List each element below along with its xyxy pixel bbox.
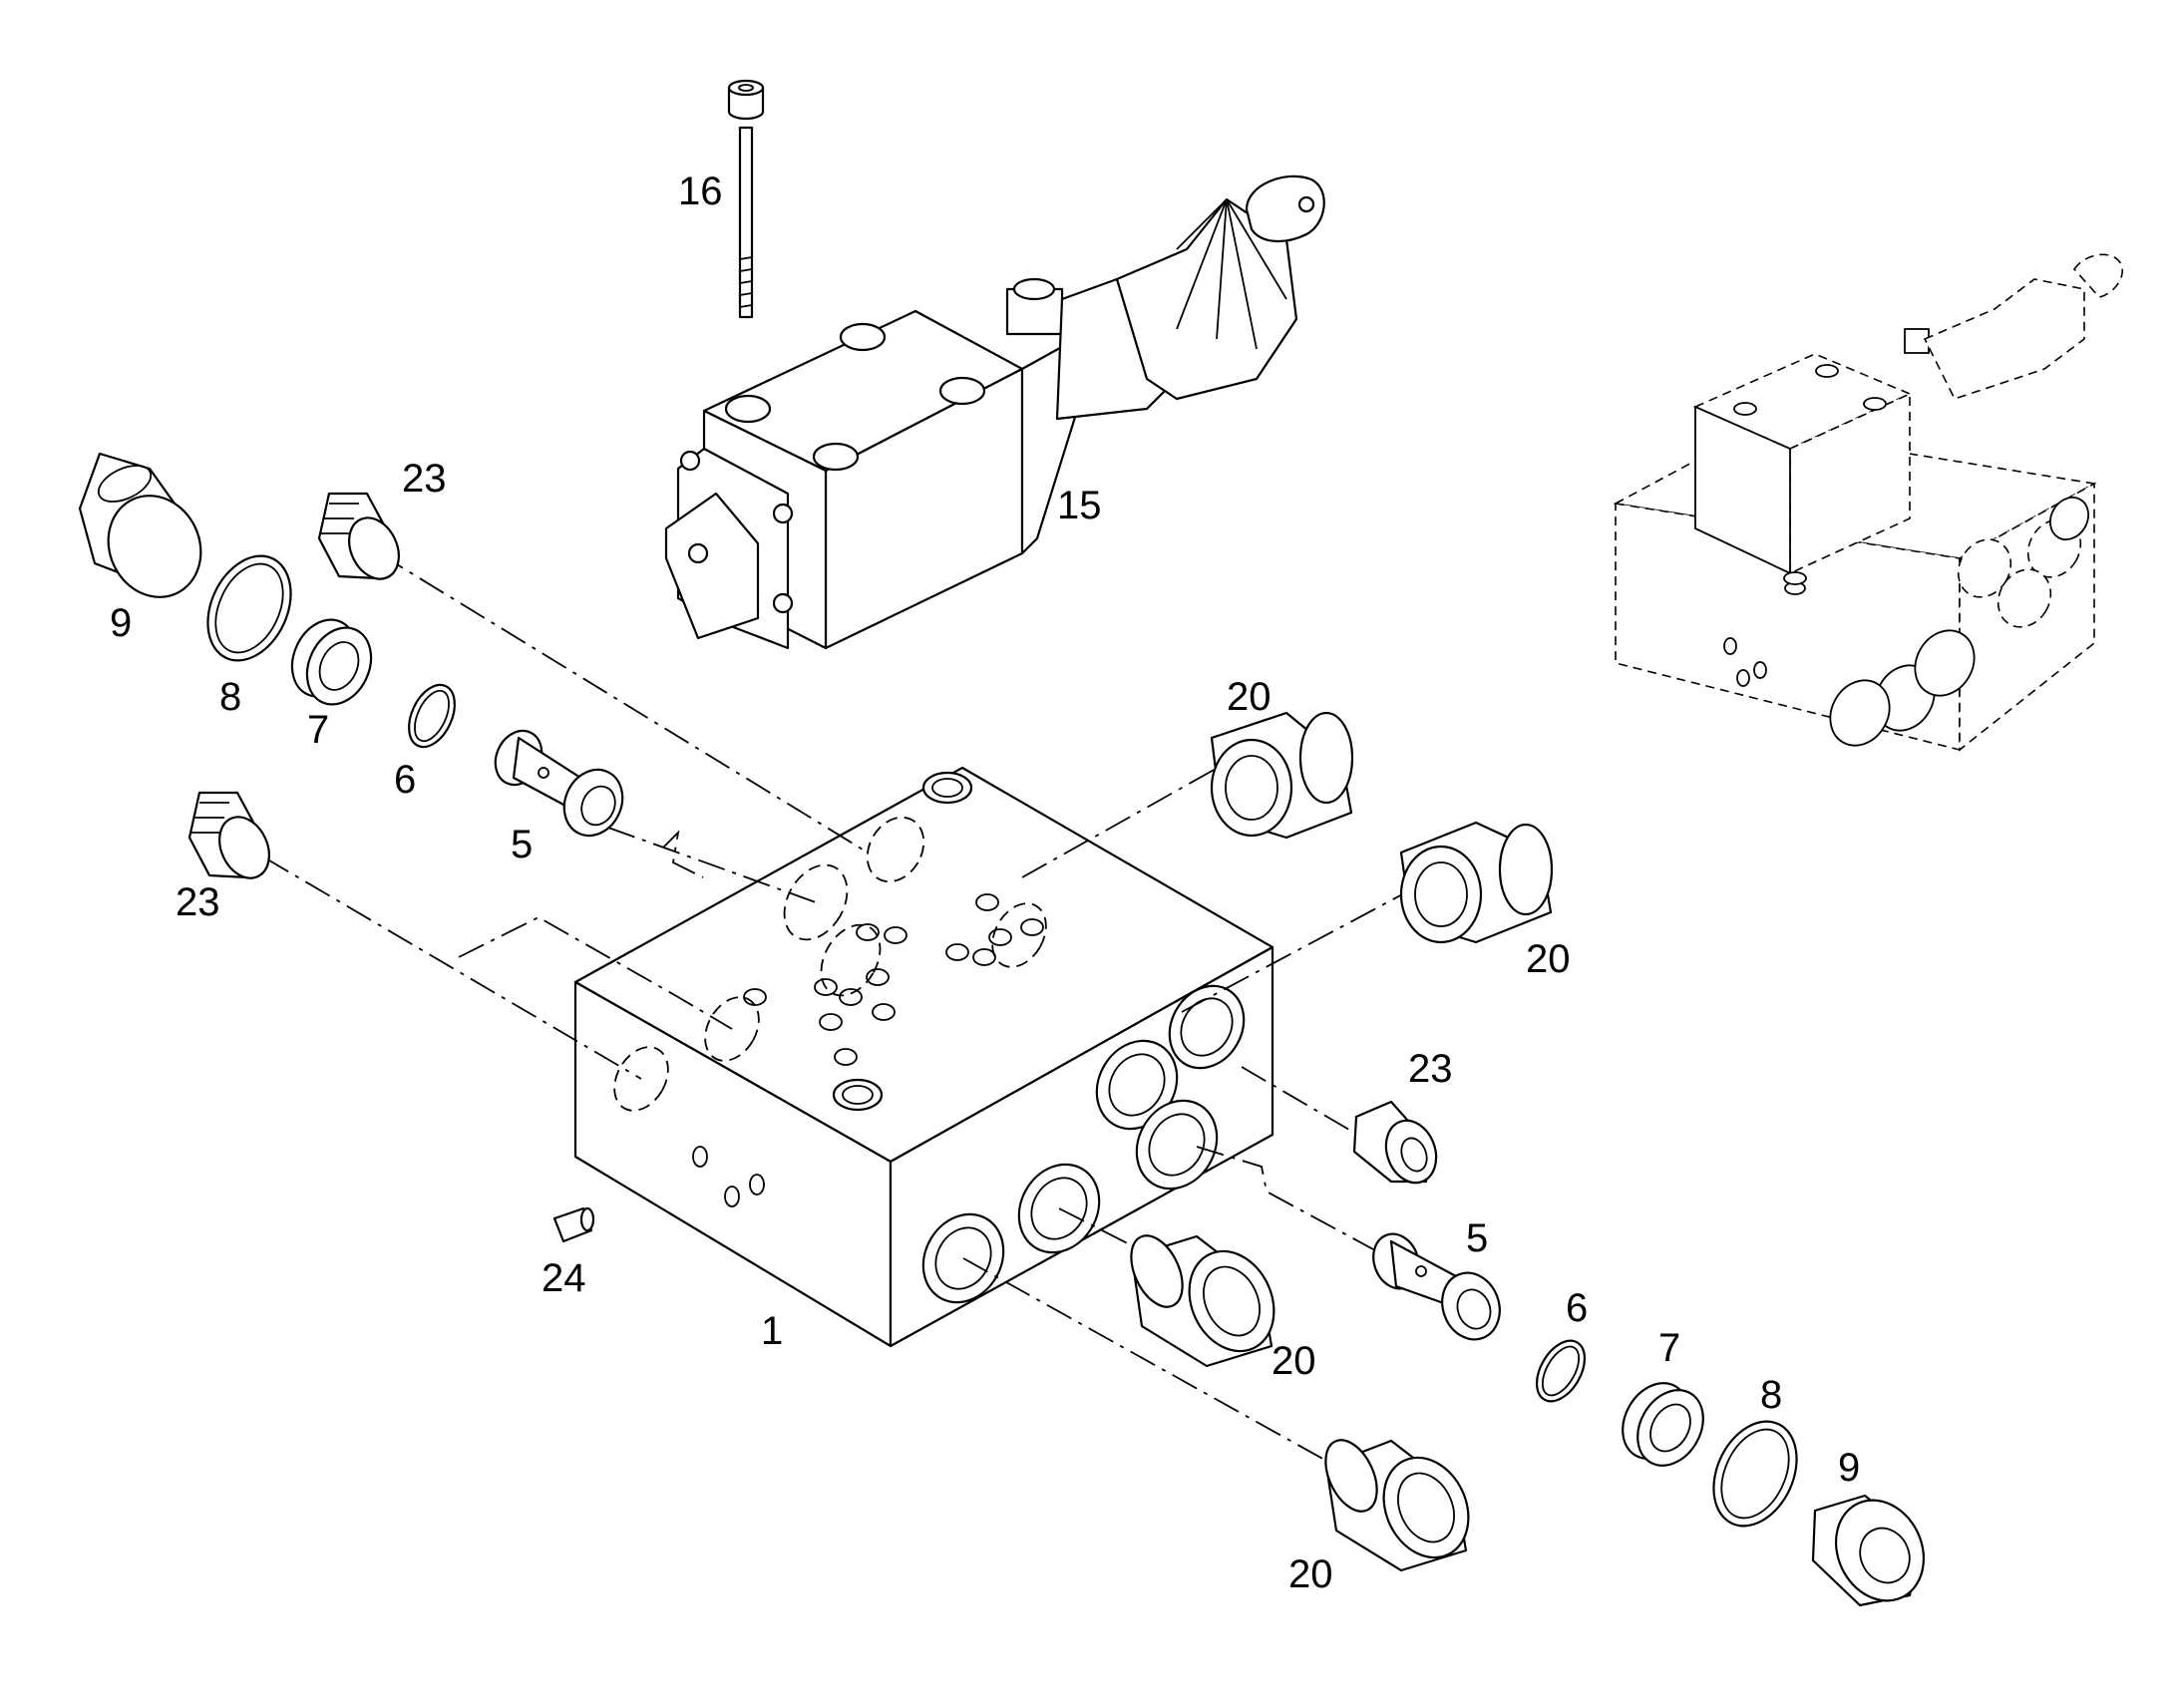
small-plug-23-left bbox=[187, 791, 270, 879]
callout-5-left: 5 bbox=[511, 823, 533, 866]
callout-23-right: 23 bbox=[1408, 1047, 1453, 1091]
valve-body bbox=[573, 766, 1274, 1348]
check-valve-5-right bbox=[1372, 1232, 1501, 1341]
fitting-20-bottom bbox=[1324, 1439, 1470, 1572]
callout-9-left: 9 bbox=[110, 601, 132, 645]
callout-20-right: 20 bbox=[1526, 937, 1571, 981]
callout-20-bottom: 20 bbox=[1288, 1552, 1333, 1596]
spacer-7-left bbox=[290, 618, 373, 706]
callout-5-right: 5 bbox=[1466, 1216, 1488, 1260]
callout-8-left: 8 bbox=[219, 675, 241, 719]
callout-16: 16 bbox=[678, 170, 723, 213]
callout-15: 15 bbox=[1057, 484, 1102, 527]
seal-ring-8-right bbox=[1712, 1420, 1798, 1528]
assembly-reference-inset bbox=[1613, 253, 2123, 752]
oring-6-right bbox=[1535, 1339, 1587, 1403]
callout-23-left: 23 bbox=[176, 880, 220, 924]
plug-9-left bbox=[78, 452, 202, 598]
callout-7-left: 7 bbox=[307, 708, 329, 752]
screw-part bbox=[727, 79, 765, 319]
check-valve-5-left bbox=[494, 729, 624, 838]
fitting-20-right bbox=[1399, 821, 1554, 944]
callout-7-right: 7 bbox=[1658, 1326, 1680, 1370]
hand-valve-part bbox=[664, 174, 1325, 650]
callout-6-right: 6 bbox=[1566, 1286, 1588, 1330]
callout-6-left: 6 bbox=[394, 758, 416, 802]
callout-20-front: 20 bbox=[1272, 1339, 1316, 1383]
fitting-20-top bbox=[1210, 711, 1354, 840]
callout-1: 1 bbox=[761, 1309, 783, 1353]
callout-23-top: 23 bbox=[402, 457, 447, 501]
callout-20-top: 20 bbox=[1227, 675, 1272, 719]
callout-9-right: 9 bbox=[1838, 1446, 1860, 1490]
seal-ring-8-left bbox=[206, 554, 292, 662]
plug-9-right bbox=[1811, 1494, 1926, 1607]
fitting-20-front bbox=[1130, 1234, 1275, 1368]
assembly-center-lines bbox=[263, 552, 1407, 1462]
small-plug-23-right bbox=[1352, 1100, 1438, 1185]
pin-24 bbox=[552, 1206, 595, 1243]
callout-24: 24 bbox=[542, 1256, 586, 1300]
callout-8-right: 8 bbox=[1760, 1373, 1782, 1417]
spacer-7-right bbox=[1622, 1382, 1704, 1467]
small-plug-23-top bbox=[317, 492, 400, 580]
oring-6-left bbox=[408, 683, 456, 749]
callout-labels: 1 5 5 6 6 7 7 8 8 9 9 15 16 20 20 20 20 … bbox=[110, 170, 1860, 1596]
